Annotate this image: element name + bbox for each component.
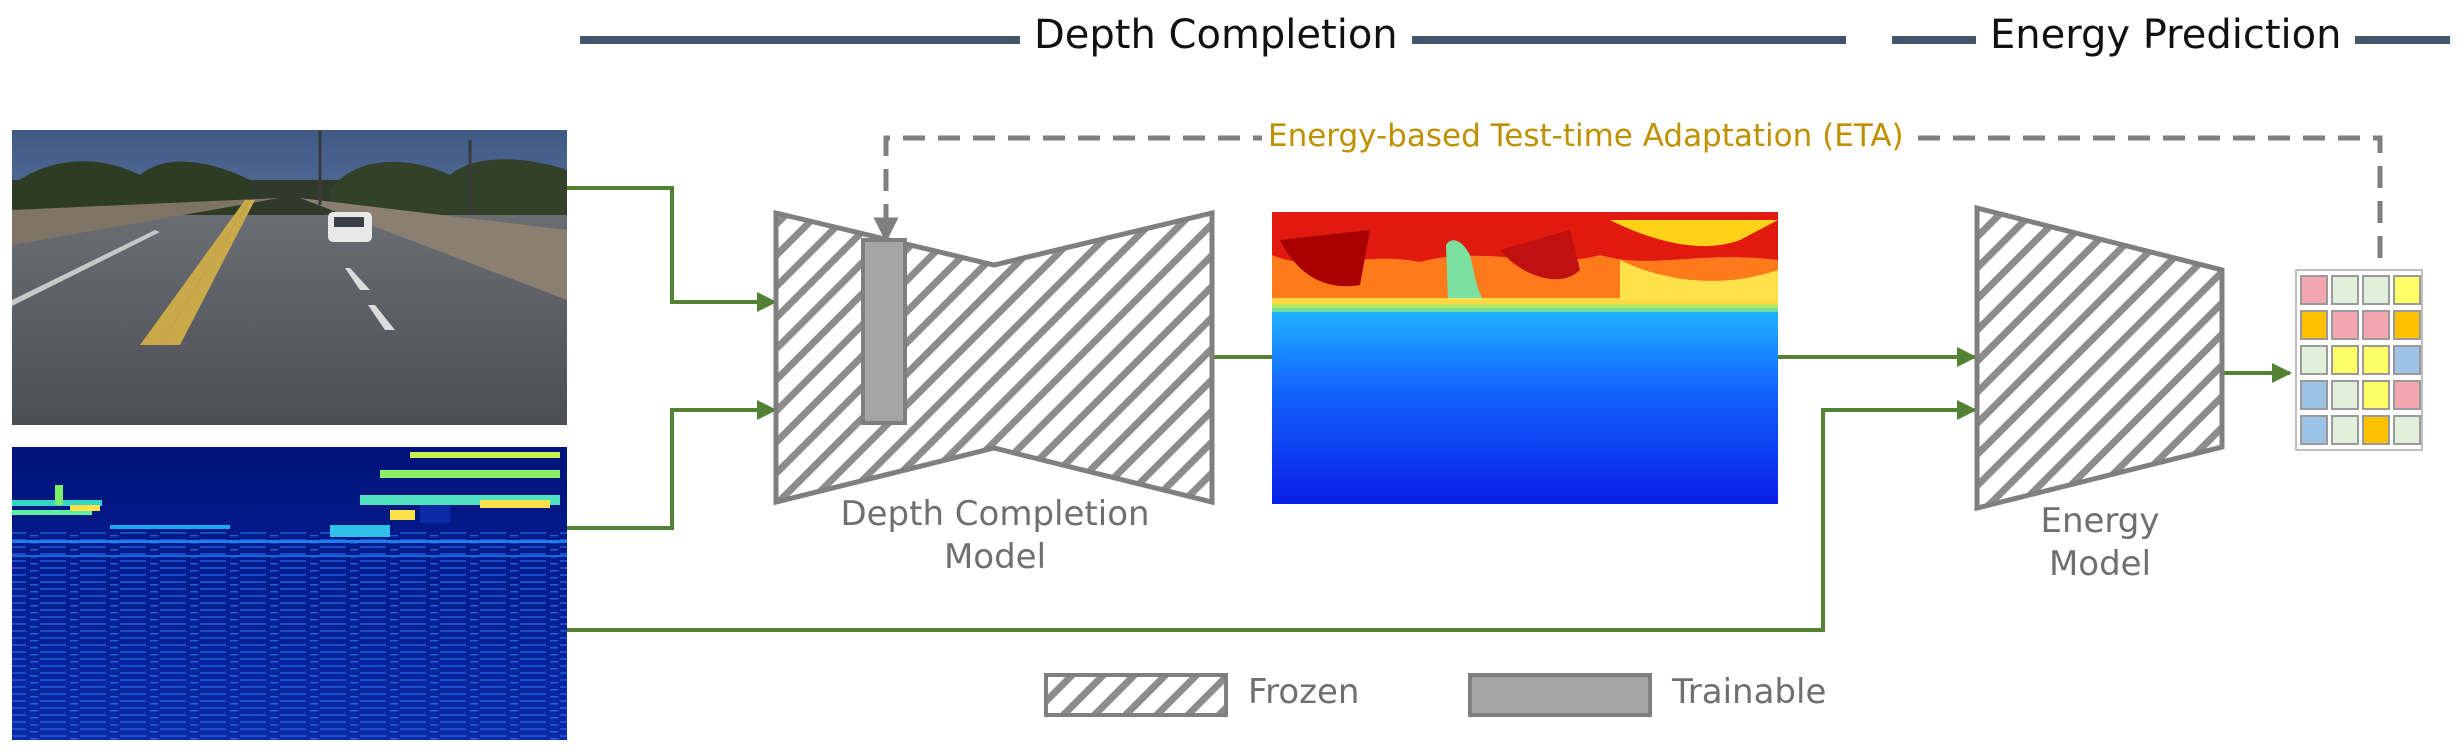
header-depth-completion: Depth Completion: [1020, 12, 1412, 58]
grid-cell: [2331, 275, 2359, 305]
energy-model-label: Energy Model: [1990, 500, 2210, 586]
grid-cell: [2393, 275, 2421, 305]
grid-cell: [2393, 415, 2421, 445]
energy-model-label-line2: Model: [2048, 544, 2152, 584]
depth-model-label-line1: Depth Completion: [840, 494, 1150, 534]
grid-cell: [2362, 415, 2390, 445]
grid-cell: [2362, 380, 2390, 410]
grid-cell: [2300, 310, 2328, 340]
energy-model-label-line1: Energy: [2040, 501, 2160, 541]
sparse-to-energy-arrow: [567, 400, 1977, 632]
legend-trainable-label: Trainable: [1672, 672, 1827, 712]
energy-model-shape: [1974, 204, 2225, 512]
grid-cell: [2331, 310, 2359, 340]
green-connectors: [567, 186, 2292, 632]
grid-cell: [2393, 345, 2421, 375]
grid-cell: [2362, 310, 2390, 340]
eta-feedback-arrow: [873, 135, 2383, 258]
depth-model-label: Depth Completion Model: [820, 493, 1170, 579]
grid-cell: [2300, 380, 2328, 410]
grid-cell: [2331, 415, 2359, 445]
grid-cell: [2300, 415, 2328, 445]
legend-frozen-swatch: [1044, 673, 1228, 717]
header-energy-prediction: Energy Prediction: [1976, 12, 2356, 58]
grid-cell: [2300, 345, 2328, 375]
legend-trainable-swatch: [1468, 673, 1652, 717]
grid-cell: [2331, 345, 2359, 375]
energy-output-grid: [2295, 269, 2423, 451]
grid-cell: [2393, 310, 2421, 340]
sparse-depth-image: [12, 447, 567, 740]
dense-depth-map: [1272, 212, 1778, 504]
grid-cell: [2331, 380, 2359, 410]
legend-frozen-label: Frozen: [1248, 672, 1360, 712]
depth-completion-model-shape: [773, 209, 1215, 506]
depth-model-label-line2: Model: [943, 537, 1047, 577]
eta-label: Energy-based Test-time Adaptation (ETA): [1262, 118, 1910, 154]
grid-cell: [2362, 275, 2390, 305]
rgb-camera-image: [12, 130, 567, 425]
rgb-to-depth-arrow: [567, 186, 777, 312]
trainable-layer: [861, 238, 907, 425]
grid-cell: [2300, 275, 2328, 305]
grid-cell: [2362, 345, 2390, 375]
grid-cell: [2393, 380, 2421, 410]
sparse-to-depth-arrow: [567, 400, 777, 530]
